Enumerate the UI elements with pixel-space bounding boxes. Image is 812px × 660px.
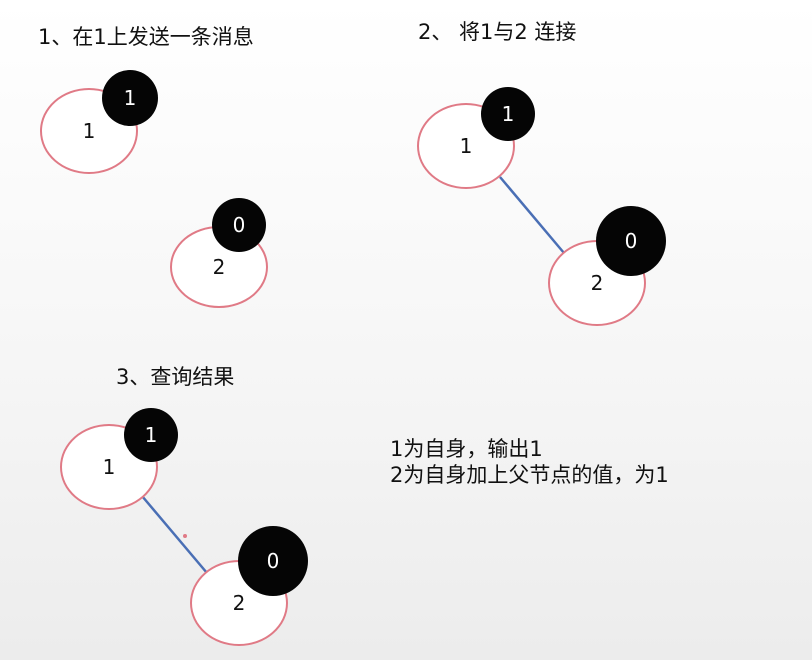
result-description: 1为自身，输出1 2为自身加上父节点的值，为1 (390, 436, 669, 488)
result-line-2: 2为自身加上父节点的值，为1 (390, 463, 669, 487)
badge-value: 1 (123, 86, 137, 110)
step1-node-2-value-badge: 0 (212, 198, 266, 252)
node-label: 1 (102, 455, 116, 479)
node-label: 1 (459, 134, 473, 158)
step1-node-2: 2 (170, 226, 268, 308)
node-label: 2 (232, 591, 246, 615)
result-line-1: 1为自身，输出1 (390, 437, 543, 461)
step1-title: 1、在1上发送一条消息 (38, 25, 254, 49)
step3-title: 3、查询结果 (116, 365, 235, 389)
badge-value: 1 (144, 423, 158, 447)
step2-node-2-value-badge: 0 (596, 206, 666, 276)
node-label: 1 (82, 119, 96, 143)
step2-title: 2、 将1与2 连接 (418, 20, 577, 44)
step3-node-2: 2 (190, 560, 288, 646)
badge-value: 0 (624, 229, 638, 253)
step3-node-2-value-badge: 0 (238, 526, 308, 596)
step3-node-1-value-badge: 1 (124, 408, 178, 462)
step2-node-1-value-badge: 1 (481, 87, 535, 141)
node-label: 2 (212, 255, 226, 279)
badge-value: 0 (266, 549, 280, 573)
step1-node-1-value-badge: 1 (102, 70, 158, 126)
badge-value: 0 (232, 213, 246, 237)
step2-node-1: 1 (417, 103, 515, 189)
marker-dot (183, 534, 187, 538)
badge-value: 1 (501, 102, 515, 126)
node-label: 2 (590, 271, 604, 295)
